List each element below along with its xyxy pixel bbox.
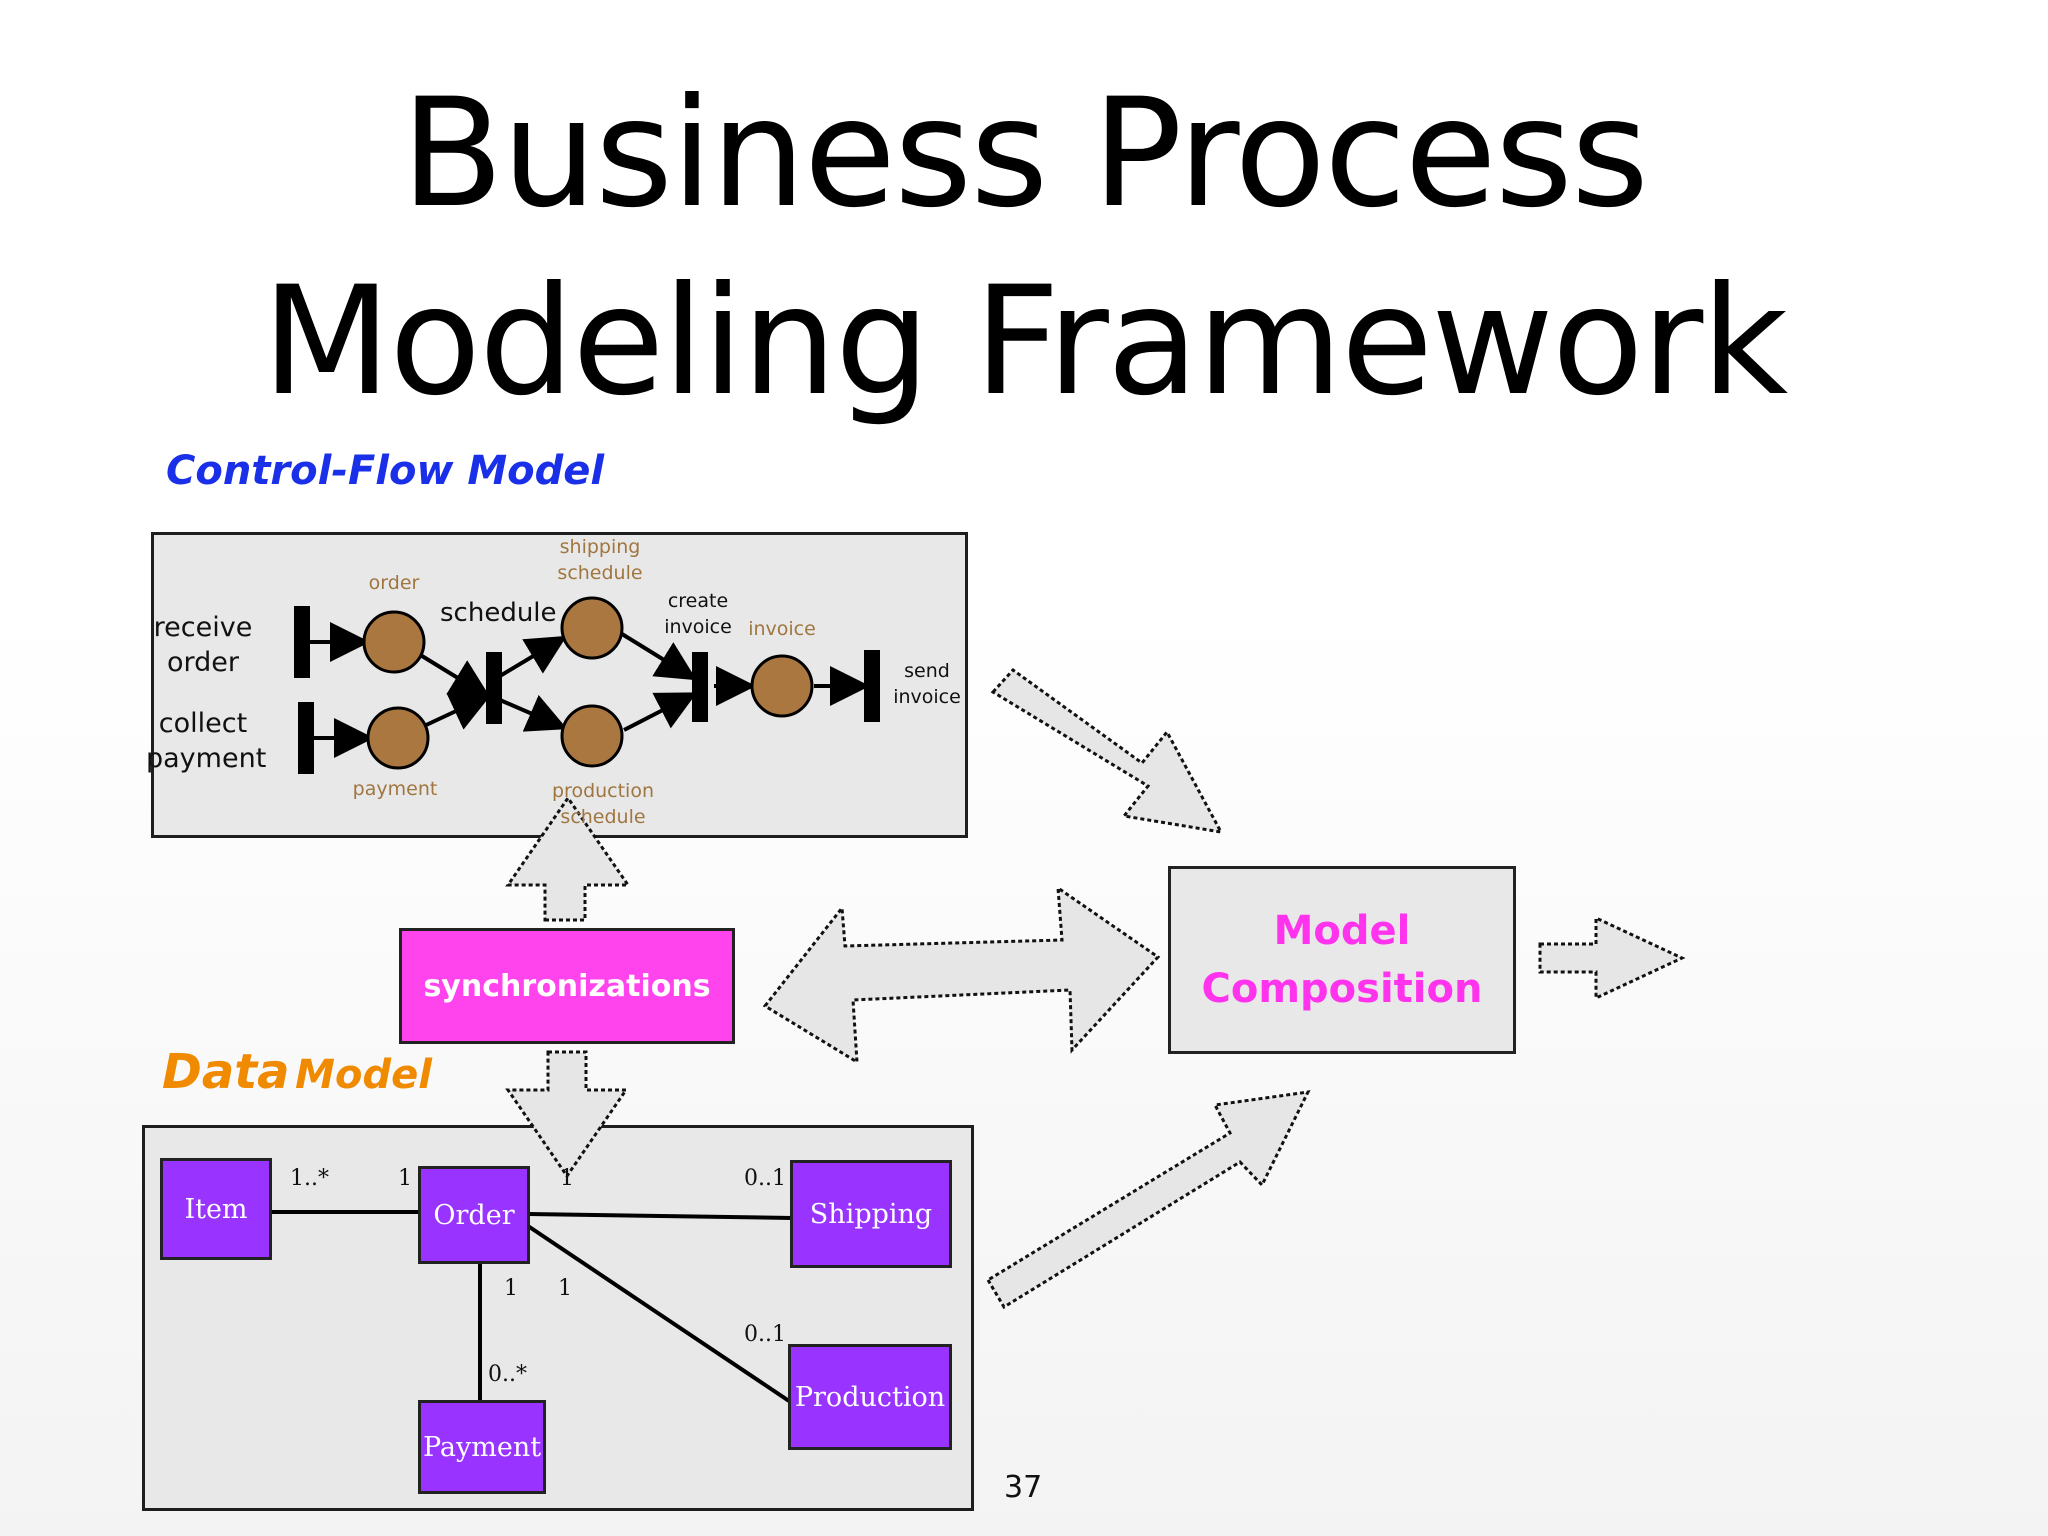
- data-model-heading-word2: Model: [295, 1052, 432, 1098]
- arrow-control-flow-to-composition: [990, 668, 1224, 834]
- label-send-invoice-line1: send: [904, 660, 950, 682]
- label-payment-place: payment: [352, 778, 438, 800]
- label-order-place: order: [368, 572, 420, 594]
- class-order: Order: [418, 1166, 530, 1264]
- transition-send-invoice: [864, 650, 880, 722]
- arrow-sync-to-control-flow: [505, 795, 631, 922]
- place-shipping-schedule: [560, 596, 624, 660]
- mult-order-payment-payment-side: 0..*: [488, 1362, 527, 1387]
- label-production-line2: schedule: [560, 806, 646, 828]
- title-line-1: Business Process: [400, 67, 1649, 241]
- transition-receive-order: [294, 606, 310, 678]
- mult-order-production-production-side: 0..1: [744, 1322, 786, 1347]
- place-production-schedule: [560, 704, 624, 768]
- label-shipping-line2: schedule: [557, 562, 643, 584]
- label-receive-order-line2: order: [167, 647, 239, 678]
- class-payment: Payment: [418, 1400, 546, 1494]
- label-invoice-place: invoice: [748, 618, 816, 640]
- assoc-order-shipping: [527, 1212, 793, 1220]
- slide-title: Business Process Modeling Framework: [0, 60, 2048, 436]
- arrow-composition-output: [1538, 915, 1686, 1001]
- synchronizations-label: synchronizations: [423, 968, 711, 1004]
- place-order: [362, 610, 426, 674]
- class-production: Production: [788, 1344, 952, 1450]
- arc-order-to-schedule: [420, 654, 491, 699]
- label-collect-payment-line1: collect: [158, 708, 248, 739]
- transition-create-invoice: [692, 652, 708, 722]
- label-schedule: schedule: [440, 598, 557, 628]
- arc-schedule-to-production: [499, 694, 568, 732]
- model-composition-line1: Model: [1273, 908, 1411, 954]
- arc-production-to-invoice: [623, 692, 698, 732]
- class-shipping: Shipping: [790, 1160, 952, 1268]
- model-composition-box: Model Composition: [1168, 866, 1516, 1054]
- page-number: 37: [1004, 1470, 1043, 1505]
- label-collect-payment-line2: payment: [146, 743, 267, 774]
- assoc-order-production: [526, 1224, 794, 1405]
- label-create-invoice-line1: create: [667, 590, 729, 612]
- control-flow-heading: Control-Flow Model: [166, 448, 605, 494]
- mult-order-shipping-order-side: 1: [560, 1166, 574, 1191]
- mult-order-production-order-side: 1: [558, 1276, 572, 1301]
- arrow-sync-to-data-model: [505, 1050, 629, 1179]
- class-item: Item: [160, 1158, 272, 1260]
- label-send-invoice: send invoice: [888, 658, 966, 710]
- label-create-invoice-line2: invoice: [664, 616, 732, 638]
- data-model-heading: Data Model: [162, 1044, 432, 1100]
- place-invoice: [750, 654, 814, 718]
- arc-payment-to-schedule: [423, 693, 492, 730]
- mult-item-order-order-side: 1: [398, 1166, 412, 1191]
- synchronizations-box: synchronizations: [399, 928, 735, 1044]
- arrow-data-model-to-composition: [985, 1090, 1311, 1310]
- label-receive-order: receive order: [146, 610, 260, 680]
- label-shipping-schedule-place: shipping schedule: [548, 534, 652, 586]
- arc-schedule-to-shipping: [498, 635, 567, 678]
- model-composition-line2: Composition: [1201, 966, 1483, 1012]
- label-send-invoice-line2: invoice: [893, 686, 961, 708]
- arrow-sync-composition-double: [762, 884, 1161, 1065]
- mult-order-payment-order-side: 1: [504, 1276, 518, 1301]
- title-line-2: Modeling Framework: [261, 255, 1788, 429]
- place-payment: [366, 706, 430, 770]
- label-receive-order-line1: receive: [153, 612, 253, 643]
- label-collect-payment: collect payment: [146, 706, 267, 776]
- mult-order-shipping-shipping-side: 0..1: [744, 1166, 786, 1191]
- data-model-heading-word1: Data: [162, 1044, 290, 1100]
- label-shipping-line1: shipping: [559, 536, 641, 558]
- label-production-line1: production: [551, 780, 655, 802]
- label-create-invoice: create invoice: [660, 588, 736, 640]
- arc-shipping-to-invoice: [620, 632, 697, 681]
- transition-schedule: [486, 652, 502, 724]
- transition-collect-payment: [298, 702, 314, 774]
- label-production-schedule-place: production schedule: [548, 778, 658, 830]
- mult-item-order-item-side: 1..*: [290, 1166, 329, 1191]
